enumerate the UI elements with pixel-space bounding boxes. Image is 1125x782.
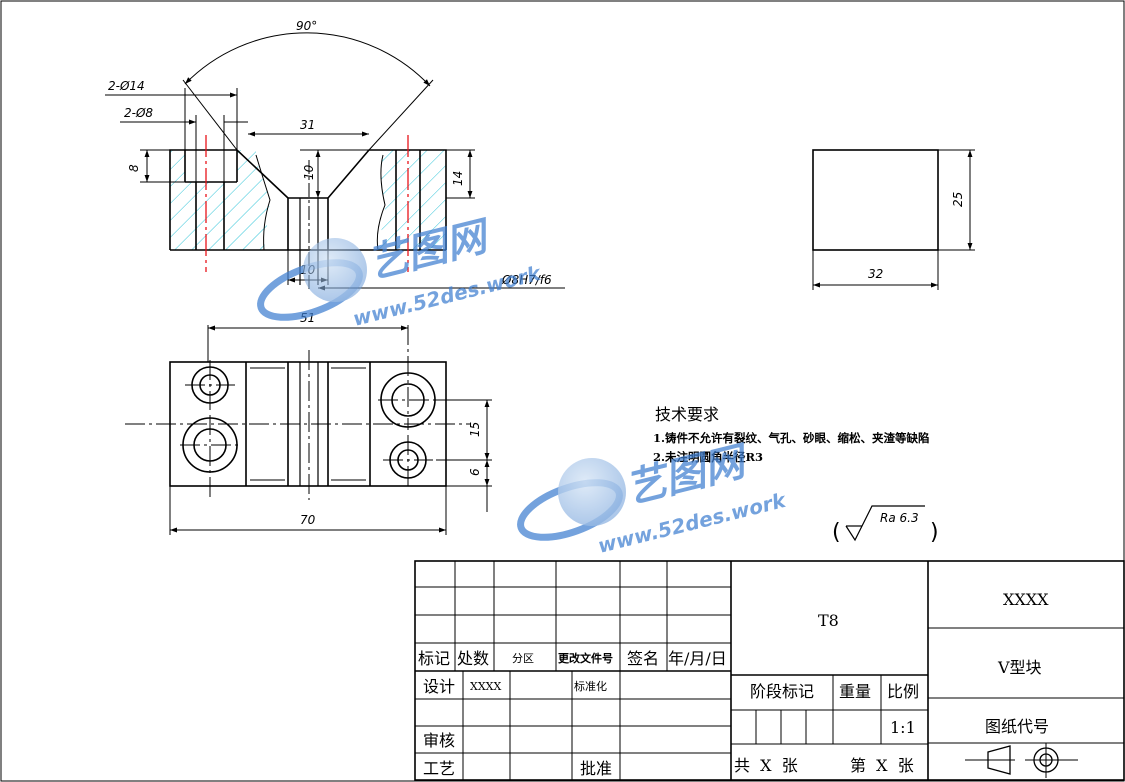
side-width-label: 32 xyxy=(868,267,883,281)
title-block xyxy=(414,560,1125,781)
header-doc: 更改文件号 xyxy=(558,651,613,665)
title-block-texts: 标记 处数 分区 更改文件号 签名 年/月/日 设计 XXXX 标准化 审核 工… xyxy=(418,590,1049,778)
scale-label: 比例 xyxy=(887,682,919,701)
fit-label: Ø8H7/f6 xyxy=(501,273,552,287)
company-value: XXXX xyxy=(1003,590,1049,609)
design-label: 设计 xyxy=(423,677,455,696)
front-dimensions xyxy=(105,32,565,291)
angle-label: 90° xyxy=(296,19,317,33)
roughness-close-paren: ) xyxy=(930,520,939,545)
header-mark: 标记 xyxy=(418,649,450,668)
note-2: 2.未注明圆角半径R3 xyxy=(653,450,763,464)
offset-15-label: 15 xyxy=(468,422,482,437)
projection-symbol-icon xyxy=(965,743,1078,778)
depth-10-label: 10 xyxy=(302,164,316,180)
note-1: 1.铸件不允许有裂纹、气孔、砂眼、缩松、夹渣等缺陷 xyxy=(653,431,930,445)
counterbore-label: 2-Ø14 xyxy=(108,79,145,93)
stage-label: 阶段标记 xyxy=(750,682,814,701)
review-label: 审核 xyxy=(423,731,455,750)
top-width-label: 31 xyxy=(300,118,315,132)
notes-title: 技术要求 xyxy=(655,405,719,424)
roughness-symbol: ( Ra 6.3 ) xyxy=(832,505,939,545)
top-dimensions xyxy=(169,325,492,535)
globe-logo-icon xyxy=(303,238,367,302)
part-name: V型块 xyxy=(997,658,1042,677)
roughness-value: Ra 6.3 xyxy=(880,511,919,525)
approve-label: 批准 xyxy=(580,759,612,778)
header-sign: 签名 xyxy=(627,649,659,668)
hole-label: 2-Ø8 xyxy=(124,106,153,120)
side-height-label: 25 xyxy=(951,192,965,207)
top-centerlines xyxy=(125,325,470,500)
offset-6-label: 6 xyxy=(468,468,482,476)
designer-value: XXXX xyxy=(470,680,501,693)
depth-8-label: 8 xyxy=(127,164,141,172)
roughness-open-paren: ( xyxy=(832,520,841,545)
globe-logo-icon xyxy=(558,458,626,526)
craft-label: 工艺 xyxy=(423,759,455,778)
length-label: 70 xyxy=(300,513,316,527)
header-zone: 分区 xyxy=(512,652,534,665)
height-14-label: 14 xyxy=(451,171,465,186)
header-count: 处数 xyxy=(457,649,489,668)
drawing-no-label: 图纸代号 xyxy=(985,717,1049,736)
front-centerlines xyxy=(205,135,409,272)
standard-label: 标准化 xyxy=(574,679,607,693)
weight-label: 重量 xyxy=(839,682,871,701)
scale-value: 1:1 xyxy=(890,718,916,737)
sheets-total: 共 X 张 xyxy=(734,756,798,775)
header-date: 年/月/日 xyxy=(668,649,727,668)
side-view xyxy=(812,149,975,290)
material-value: T8 xyxy=(818,611,839,630)
sheet-number: 第 X 张 xyxy=(850,756,914,775)
front-view xyxy=(169,149,447,285)
